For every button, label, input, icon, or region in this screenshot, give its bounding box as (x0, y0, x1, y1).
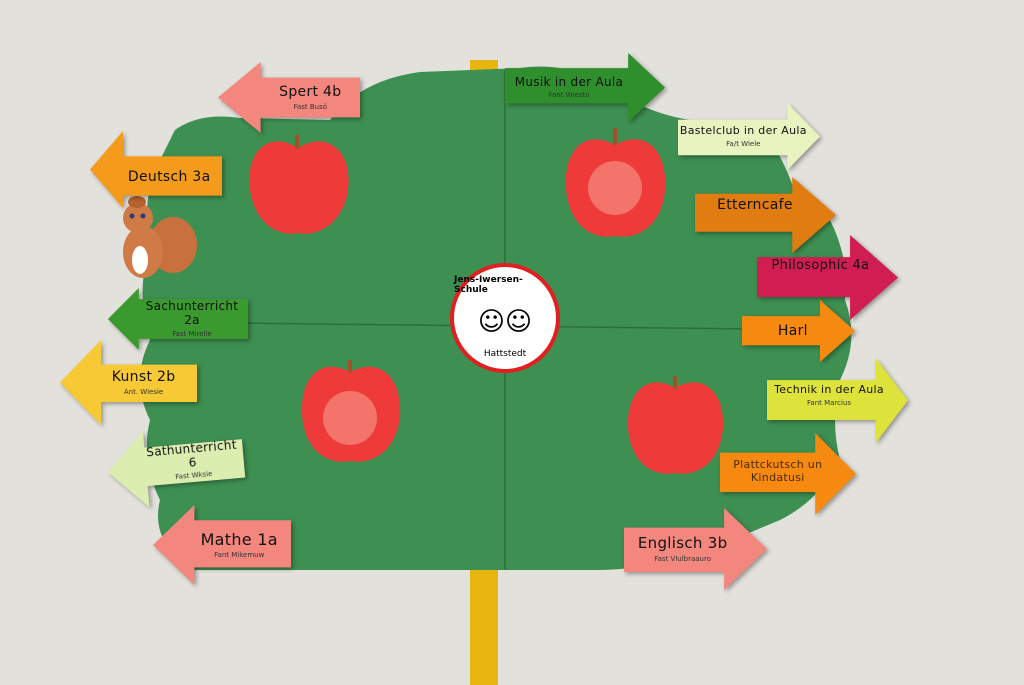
arrow-label: Sathunterricht 6 (145, 437, 238, 470)
apple (627, 376, 724, 474)
squirrel-icon (123, 196, 197, 278)
arrow-label: Musik in der Aula (514, 74, 624, 89)
arrow-teacher: Fast Wksie (175, 470, 213, 482)
arrow-label: Bastelclub in der Aula (679, 124, 807, 138)
arrow-label: Spert 4b (279, 84, 342, 101)
arrow-teacher: Fast Vlulbraauro (654, 554, 711, 563)
arrow-teacher: Fant Marcius (807, 398, 852, 407)
school-place: Hattstedt (483, 349, 527, 359)
arrow-label: Sachunterricht 2a (145, 299, 239, 327)
arrow-teacher: Fast Mirelle (172, 329, 212, 338)
arrow-plattdeutsch[interactable]: Plattckutsch un Kindatusi (720, 433, 856, 515)
arrow-label: Englisch 3b (637, 534, 728, 553)
apple (249, 135, 349, 234)
arrow-sachunterricht-2a[interactable]: Sachunterricht 2a Fast Mirelle (108, 288, 248, 350)
arrow-philosophie-4a[interactable]: Philosophic 4a (757, 235, 898, 320)
arrow-harl[interactable]: Harl (742, 300, 855, 362)
kids-icon: ☺☺ (477, 307, 533, 337)
arrow-label: Deutsch 3a (127, 169, 211, 186)
arrow-label: Mathe 1a (200, 529, 278, 549)
arrow-teacher: Fant Wiesto (548, 91, 590, 100)
arrow-label: Plattckutsch un Kindatusi (733, 458, 823, 484)
arrow-elterncafe[interactable]: Etterncafe (695, 177, 836, 253)
arrow-teacher: Fant Mikemuw (214, 551, 265, 560)
arrow-label: Etterncafe (717, 197, 793, 214)
arrow-mathe-1a[interactable]: Mathe 1a Fant Mikemuw (153, 505, 291, 585)
apple (565, 128, 666, 237)
school-logo: Jens-Iwersen-Schule ☺☺ Hattstedt (450, 263, 560, 373)
arrow-label: Philosophic 4a (771, 258, 870, 274)
arrow-label: Technik in der Aula (774, 383, 884, 397)
arrow-teacher: Fa/t Wiele (726, 139, 761, 148)
arrow-teacher: Fast Busö (293, 102, 328, 111)
apple (301, 360, 401, 462)
arrow-deutsch-3a[interactable]: Deutsch 3a (90, 131, 222, 208)
arrow-label: Kunst 2b (111, 369, 176, 386)
school-name: Jens-Iwersen-Schule (454, 275, 523, 295)
arrow-label: Harl (777, 322, 808, 339)
arrow-teacher: Ant. Wiesie (123, 387, 164, 396)
